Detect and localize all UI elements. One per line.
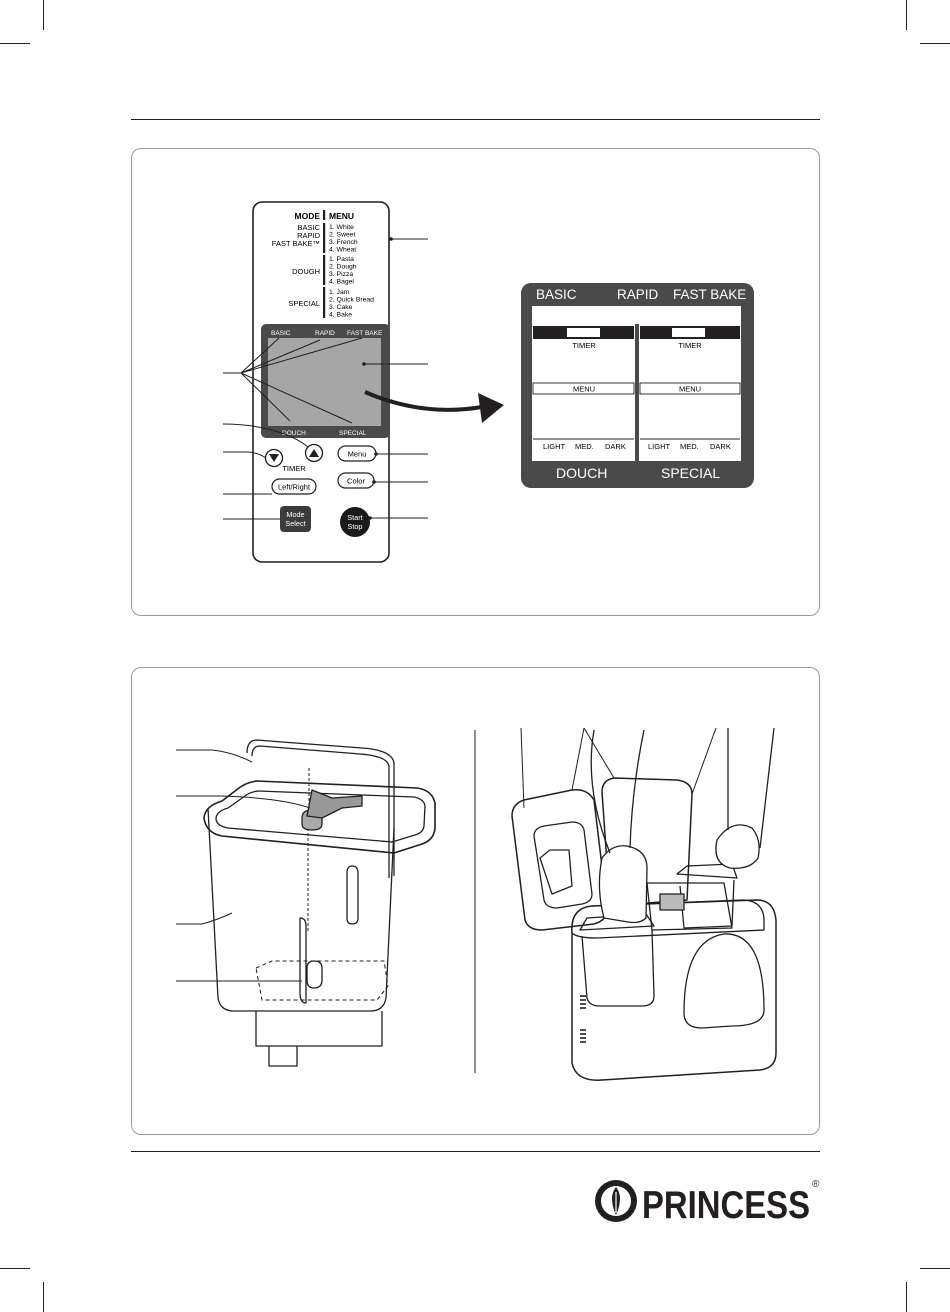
crop-mark-tr-h bbox=[920, 43, 950, 44]
crop-mark-tl-h bbox=[0, 43, 30, 44]
left-right-button[interactable] bbox=[271, 478, 317, 495]
baking-pan bbox=[203, 739, 436, 1067]
start-stop-label-1: Start bbox=[347, 513, 362, 522]
crop-mark-bl-v bbox=[43, 1282, 44, 1312]
machine-callouts bbox=[520, 727, 717, 809]
brand-name: PRINCESS bbox=[642, 1184, 810, 1227]
display-med-left: MED. bbox=[575, 442, 594, 451]
menu-item: 3. Cake bbox=[329, 304, 353, 311]
triangle-down-icon bbox=[269, 454, 279, 462]
menu-item: 2. Dough bbox=[329, 264, 357, 271]
menu-item: 4. Wheat bbox=[329, 247, 356, 254]
start-stop-button[interactable] bbox=[340, 507, 370, 537]
color-button-label: Color bbox=[347, 477, 365, 486]
display-dark-right: DARK bbox=[710, 442, 731, 451]
display-med-right: MED. bbox=[680, 442, 699, 451]
princess-emblem-icon bbox=[595, 1180, 637, 1222]
display-light-right: LIGHT bbox=[648, 442, 671, 451]
bread-maker bbox=[511, 727, 777, 1081]
menu-item: 1. Jam bbox=[329, 289, 350, 296]
mode-heading: MODE bbox=[295, 211, 321, 221]
lcd-label-basic: BASIC bbox=[271, 330, 291, 337]
display-menu-left: MENU bbox=[573, 385, 595, 394]
display-timer-right: TIMER bbox=[678, 341, 702, 350]
mode-fastbake: FAST BAKE™ bbox=[272, 239, 320, 248]
display-timer-left: TIMER bbox=[572, 341, 596, 350]
display-label-fastbake: FAST BAKE bbox=[673, 287, 746, 302]
header-rule bbox=[131, 119, 820, 120]
display-menu-right: MENU bbox=[679, 385, 701, 394]
figure-bread-pan bbox=[131, 667, 820, 1135]
crop-mark-tl-v bbox=[43, 0, 44, 30]
crop-mark-br-h bbox=[920, 1268, 950, 1269]
lcd-label-dough: DOUCH bbox=[282, 430, 306, 437]
footer-rule bbox=[131, 1151, 820, 1152]
mode-basic: BASIC bbox=[297, 223, 320, 232]
menu-item: 1. White bbox=[329, 224, 354, 231]
display-dark-left: DARK bbox=[605, 442, 626, 451]
mode-select-button[interactable] bbox=[280, 506, 311, 532]
princess-logo-graphic: PRINCESS ® bbox=[595, 1179, 820, 1227]
bread-pan-illustration bbox=[176, 727, 777, 1081]
display-label-rapid: RAPID bbox=[617, 287, 659, 302]
left-right-button-label: Left/Right bbox=[278, 483, 311, 492]
menu-heading: MENU bbox=[329, 211, 354, 221]
figure-control-panel: MODE MENU BASIC RAPID FAST BAKE™ 1. Whit… bbox=[131, 148, 820, 616]
display-label-dough: DOUCH bbox=[556, 465, 607, 481]
magnify-arrow bbox=[364, 390, 483, 412]
menu-item: 3. French bbox=[329, 239, 358, 246]
menu-item: 4. Bake bbox=[329, 312, 352, 319]
lcd-screen bbox=[268, 338, 381, 426]
arrow-head-icon bbox=[478, 393, 504, 423]
right-callouts bbox=[364, 238, 428, 519]
triangle-up-icon bbox=[309, 449, 319, 457]
start-stop-label-2: Stop bbox=[347, 522, 362, 531]
menu-item: 2. Quick Bread bbox=[329, 297, 374, 304]
crop-mark-tr-v bbox=[906, 0, 907, 30]
control-panel-illustration: MODE MENU BASIC RAPID FAST BAKE™ 1. Whit… bbox=[222, 201, 754, 563]
crop-mark-br-v bbox=[906, 1282, 907, 1312]
lcd-label-fastbake: FAST BAKE bbox=[347, 330, 383, 337]
menu-item: 2. Sweet bbox=[329, 232, 356, 239]
lcd-label-special: SPECIAL bbox=[339, 430, 367, 437]
menu-button-label: Menu bbox=[348, 450, 367, 459]
display-label-basic: BASIC bbox=[536, 287, 577, 302]
menu-item: 1. Pasta bbox=[329, 256, 354, 263]
crop-mark-bl-h bbox=[0, 1268, 30, 1269]
timer-label: TIMER bbox=[282, 464, 306, 473]
mode-select-label-1: Mode bbox=[286, 510, 304, 519]
mode-select-label-2: Select bbox=[285, 519, 305, 528]
mode-dough: DOUGH bbox=[292, 267, 320, 276]
menu-item: 4. Bagel bbox=[329, 279, 354, 286]
mode-rapid: RAPID bbox=[297, 231, 321, 240]
princess-logo: PRINCESS ® bbox=[592, 1170, 824, 1230]
display-divider bbox=[635, 324, 639, 461]
display-label-special: SPECIAL bbox=[661, 465, 720, 481]
left-callouts bbox=[222, 337, 363, 520]
registered-mark: ® bbox=[812, 1179, 820, 1190]
lcd-label-rapid: RAPID bbox=[315, 330, 335, 337]
mode-special: SPECIAL bbox=[288, 299, 320, 308]
display-light-left: LIGHT bbox=[543, 442, 566, 451]
kneading-blade bbox=[301, 789, 363, 831]
menu-item: 3. Pizza bbox=[329, 271, 353, 278]
pan-callouts bbox=[176, 749, 311, 982]
